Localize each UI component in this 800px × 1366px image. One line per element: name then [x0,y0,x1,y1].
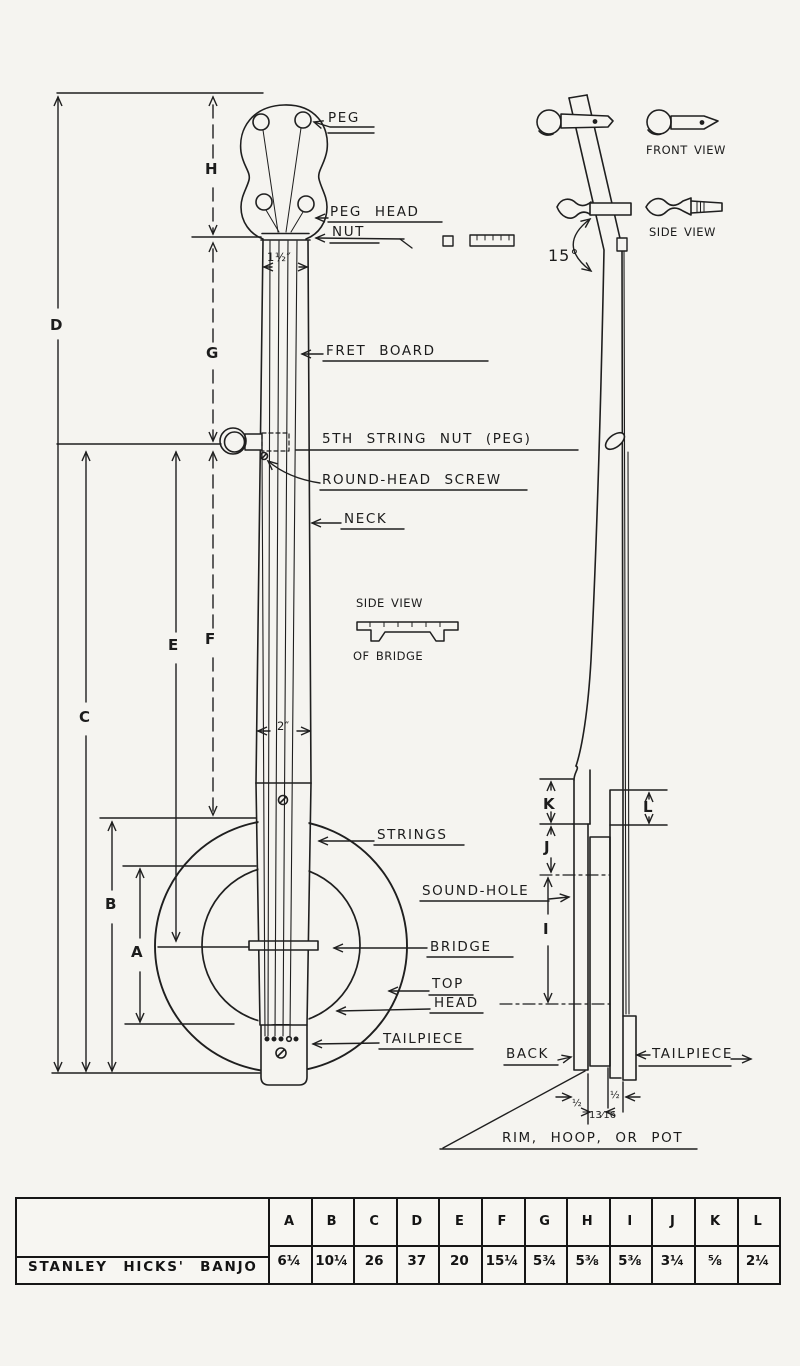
table-col-j: J [669,1214,675,1229]
dim-rim-thickness: 13⁄16 [589,1110,617,1121]
head-side [609,789,624,1079]
dim-letter-a: A [131,943,143,961]
back-plate [573,779,589,1071]
table-header-divider [268,1245,779,1247]
angle-arc [572,217,593,273]
label-nut: NUT [332,224,366,240]
dim-letter-j: J [544,838,550,856]
table-val-e: 20 [449,1253,469,1269]
table-val-c: 26 [364,1253,384,1269]
dim-letter-i: I [543,920,549,938]
label-angle-15: 15° [548,246,580,265]
side-view-drawing [499,94,723,1081]
bridge-side-view-glyph [356,621,459,642]
label-peg: PEG [328,110,360,126]
label-head: HEAD [434,995,479,1011]
peg-side-view-glyph [645,197,723,217]
table-row-label: STANLEY HICKS' BANJO [28,1259,258,1275]
table-col-d: D [411,1214,423,1229]
table-col-f: F [497,1214,507,1229]
dim-letter-g: G [206,344,219,362]
label-fret-board: FRET BOARD [326,343,436,359]
label-fifth-string-nut: 5TH STRING NUT (PEG) [322,431,532,447]
label-tailpiece-side: TAILPIECE [652,1046,733,1062]
dim-neck-thickness: ½ [610,1090,620,1101]
table-val-l: 2¼ [745,1253,770,1269]
nut-detail-glyphs [442,234,515,247]
label-bridge-inset-side-view: SIDE VIEW [356,596,423,610]
table-col-g: G [539,1214,550,1229]
dim-letter-e: E [168,636,179,654]
dim-back-thickness: ½ [572,1098,582,1109]
peg-hole [297,195,315,213]
measurement-table: A B C D E F G H I J K L 6¼ 10¼ 26 37 20 … [15,1197,781,1285]
table-label-divider [17,1256,268,1258]
table-col-c: C [369,1214,379,1229]
label-top: TOP [432,976,464,992]
table-col-b: B [326,1214,337,1229]
table-val-b: 10¼ [315,1253,348,1269]
label-back: BACK [506,1046,549,1062]
table-val-d: 37 [407,1253,427,1269]
front-view-drawing [154,104,515,1086]
dim-letter-f: F [205,630,216,648]
peg-front-in-place [536,109,614,136]
table-val-k: ⅝ [708,1253,722,1269]
strings-lines [261,240,298,1037]
label-strings: STRINGS [377,827,448,843]
label-side-view: SIDE VIEW [649,225,716,239]
side-dimension-lines [439,778,753,1150]
dim-letter-h: H [205,160,218,178]
nut-side [616,237,628,252]
dim-letter-b: B [105,895,117,913]
label-neck: NECK [344,511,388,527]
dim-letter-k: K [543,795,555,813]
dim-nut-width: 1½″ [267,250,292,264]
table-val-i: 5⅜ [618,1253,642,1269]
dim-letter-d: D [50,316,63,334]
label-rim-hoop-pot: RIM, HOOP, OR POT [502,1130,684,1146]
table-col-e: E [454,1214,464,1229]
peghead-outline [239,104,329,240]
label-peg-head: PEG HEAD [330,204,420,220]
front-label-pointers [266,120,579,1050]
table-val-a: 6¼ [277,1253,301,1269]
table-col-i: I [627,1214,633,1229]
table-val-j: 3¼ [660,1253,685,1269]
heel-screw [277,794,289,806]
fifth-string-peg [219,427,290,461]
dim-letter-c: C [79,708,91,726]
table-col-k: K [709,1214,721,1229]
table-col-a: A [283,1214,295,1229]
label-bridge-inset-of-bridge: OF BRIDGE [353,649,424,663]
label-sound-hole: SOUND-HOLE [422,883,530,899]
table-val-f: 15¼ [485,1253,519,1269]
tailpiece-side-bar [622,1015,637,1081]
label-tailpiece: TAILPIECE [383,1031,464,1047]
table-col-l: L [753,1214,762,1229]
peg-front-view-glyph [646,109,719,136]
tailpiece-detail [264,1035,299,1059]
label-round-head-screw: ROUND-HEAD SCREW [322,472,502,488]
dim-neck-width: 2″ [277,719,290,733]
label-front-view: FRONT VIEW [646,143,726,157]
table-divider [268,1199,270,1283]
label-bridge: BRIDGE [430,939,492,955]
dim-letter-l: L [643,798,653,816]
table-val-h: 5⅜ [575,1253,599,1269]
peg-hole [252,113,270,131]
peg-hole [294,111,312,129]
peg-side-in-place [556,198,632,219]
rim-side [589,836,611,1067]
table-val-g: 5¾ [532,1253,557,1269]
front-dimension-lines [51,92,312,1074]
fifth-peg-side [604,431,626,451]
peg-hole [255,193,273,211]
table-col-h: H [581,1214,593,1229]
